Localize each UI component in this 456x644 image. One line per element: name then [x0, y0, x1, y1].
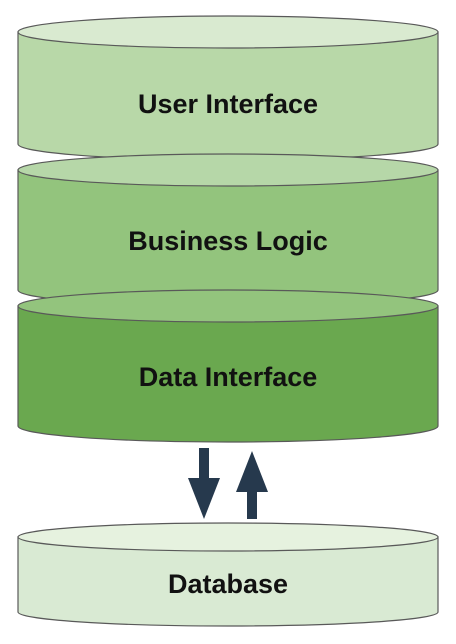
layer-business-logic: Business Logic: [17, 153, 439, 307]
layer-user-interface-label: User Interface: [138, 89, 318, 119]
database-body: [17, 536, 439, 627]
layer-business-logic-top: [17, 153, 439, 187]
layer-user-interface: User Interface: [17, 15, 439, 161]
layer-data-interface-label: Data Interface: [139, 362, 318, 392]
layer-data-interface: Data Interface: [17, 289, 439, 443]
arrow-down: [188, 448, 220, 519]
database-cylinder: Database: [17, 522, 439, 627]
layer-data-interface-top: [17, 289, 439, 323]
database-top: [17, 522, 439, 552]
arrow-up: [236, 451, 268, 519]
layer-user-interface-top: [17, 15, 439, 49]
database-label: Database: [168, 569, 288, 599]
layer-business-logic-label: Business Logic: [128, 226, 328, 256]
layer-data-interface-body: [17, 305, 439, 443]
